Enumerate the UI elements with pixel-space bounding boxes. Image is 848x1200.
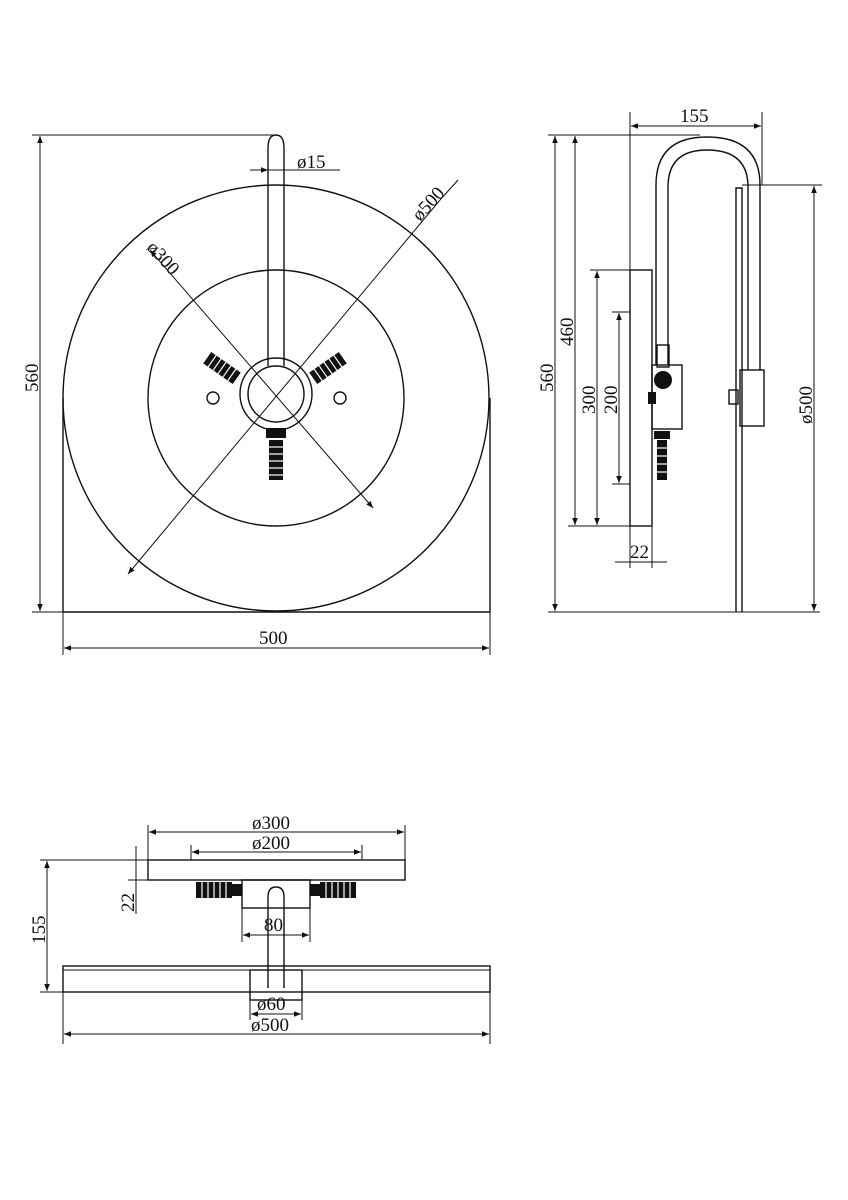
front-label-height: 560	[22, 364, 43, 393]
side-mount-bolt	[654, 371, 672, 389]
front-knob-right	[309, 351, 347, 385]
front-knob-left	[203, 351, 241, 385]
top-mount-body	[241, 879, 311, 909]
top-label-d60: ø60	[257, 994, 286, 1015]
side-hub-stub	[728, 389, 739, 405]
top-label-d500: ø500	[251, 1015, 289, 1036]
side-label-155: 155	[680, 106, 709, 127]
top-hub	[249, 969, 303, 1001]
front-leader-d500	[439, 179, 459, 201]
top-view: ø300 ø200	[29, 813, 491, 1044]
side-label-22: 22	[630, 542, 649, 563]
side-backing-plate	[735, 187, 743, 612]
top-label-d200: ø200	[252, 833, 290, 854]
side-mount-lug	[648, 392, 656, 404]
side-view: 155 560 460 300 200 22 ø500	[537, 106, 822, 613]
top-knob-right	[310, 882, 356, 898]
top-label-80: 80	[264, 915, 283, 936]
top-label-d300: ø300	[252, 813, 290, 834]
front-view: ø15 ø500 ø300 560 500	[22, 134, 491, 655]
front-hub-inner	[247, 365, 305, 423]
top-knob-left	[196, 882, 242, 898]
front-inner-disc	[147, 269, 405, 527]
top-label-155: 155	[29, 916, 50, 945]
top-pipe	[267, 886, 285, 988]
side-label-200: 200	[601, 386, 622, 415]
front-hub-outer	[239, 357, 313, 431]
front-label-d500: ø500	[408, 183, 449, 225]
front-dim-line-d300	[149, 249, 374, 509]
top-disc	[62, 965, 491, 993]
side-knob	[654, 431, 670, 480]
front-knob-bottom	[266, 428, 286, 480]
side-label-460: 460	[557, 318, 578, 347]
side-hub-block	[739, 369, 765, 427]
front-label-d15: ø15	[297, 152, 326, 173]
side-label-560: 560	[537, 364, 558, 393]
top-flange	[147, 859, 406, 881]
front-outer-disc	[62, 184, 490, 612]
front-mount-hole-right	[333, 391, 347, 405]
side-mount-cap	[656, 344, 670, 368]
front-mount-hole-left	[206, 391, 220, 405]
side-arm-inner	[667, 149, 749, 370]
front-label-d300: ø300	[142, 237, 183, 279]
front-label-width: 500	[259, 628, 288, 649]
side-label-d500: ø500	[796, 386, 817, 424]
side-arm-outer	[655, 136, 761, 370]
top-label-22: 22	[118, 893, 139, 912]
side-label-300: 300	[579, 386, 600, 415]
